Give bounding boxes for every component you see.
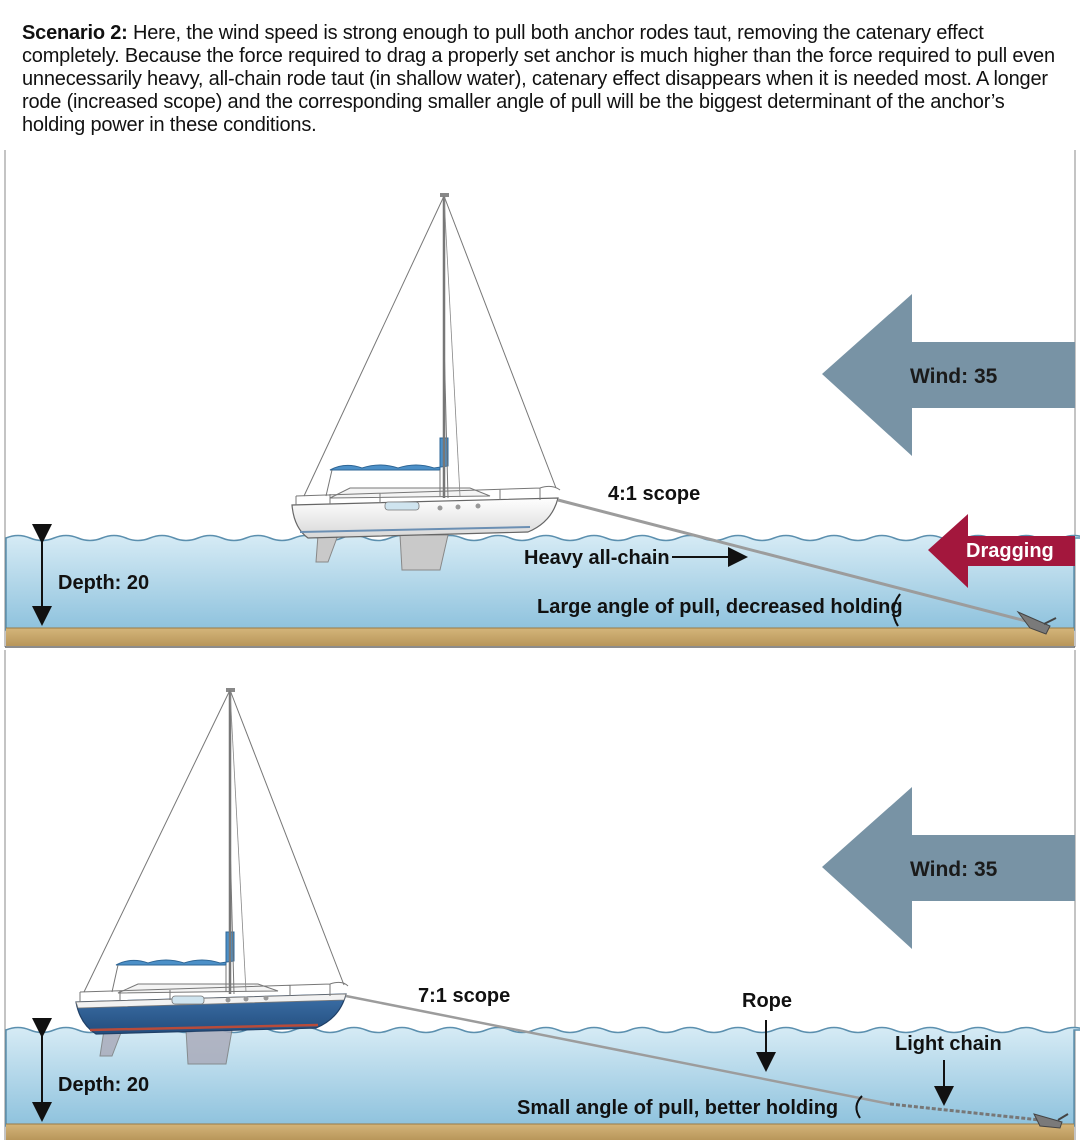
dragging-arrow: [928, 514, 1075, 588]
anchor-top-icon: [1016, 610, 1057, 635]
dragging-label: Dragging: [966, 540, 1054, 562]
angle-label-bottom: Small angle of pull, better holding: [517, 1097, 838, 1119]
angle-arc-bottom: [855, 1095, 863, 1119]
scope-label-bottom: 7:1 scope: [418, 985, 510, 1007]
chain-bottom: [889, 1102, 1041, 1122]
depth-label-bottom: Depth: 20: [58, 1074, 149, 1096]
rode-label-top: Heavy all-chain: [524, 547, 670, 569]
anchor-bottom-icon: [1033, 1113, 1069, 1129]
wind-arrow-bottom: [822, 787, 1075, 949]
angle-arc-top: [892, 593, 901, 627]
chain-label: Light chain: [895, 1033, 1002, 1055]
angle-label-top: Large angle of pull, decreased holding: [537, 596, 903, 618]
wind-label-bottom: Wind: 35: [910, 858, 998, 881]
sailboat-blue: [75, 688, 349, 1065]
wind-arrow-top: [822, 294, 1075, 456]
caption-lead: Scenario 2:: [22, 22, 128, 44]
rode-top: [557, 498, 1031, 624]
rope-bottom: [345, 994, 891, 1106]
seabed-top: [6, 628, 1074, 646]
caption-text: Here, the wind speed is strong enough to…: [22, 22, 1055, 136]
bottom-panel: Wind: 35 Depth: 20 7:1 scope Rope Light …: [5, 688, 1080, 1140]
seabed-bottom: [6, 1124, 1074, 1140]
water-top: [5, 534, 1080, 631]
scope-label-top: 4:1 scope: [608, 483, 700, 505]
caption: Scenario 2: Here, the wind speed is stro…: [22, 22, 1062, 137]
sailboat-white: [291, 193, 561, 571]
depth-label-top: Depth: 20: [58, 572, 149, 594]
top-panel: Wind: 35 Dragging Depth: 20 4:1 scope He…: [5, 193, 1080, 646]
wind-label-top: Wind: 35: [910, 365, 998, 388]
rope-label: Rope: [742, 990, 792, 1012]
